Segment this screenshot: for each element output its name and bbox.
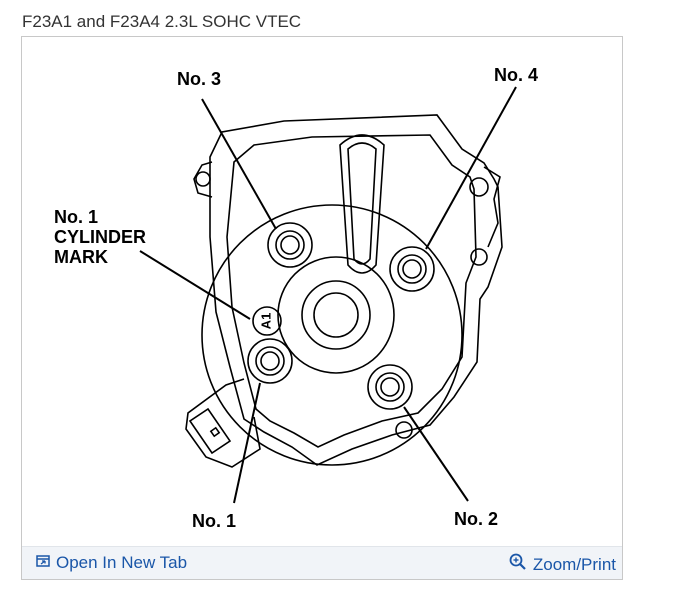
terminal-no3 xyxy=(267,222,313,268)
center-hub-mid xyxy=(301,280,371,350)
leader-no4 xyxy=(425,86,517,250)
right-mount-hole xyxy=(469,177,489,197)
leader-cylinder-mark xyxy=(139,250,251,320)
zoom-print-link[interactable]: Zoom/Print xyxy=(509,553,616,576)
terminal-no1 xyxy=(247,338,293,384)
leader-no2 xyxy=(403,406,469,502)
cap-outer-outline xyxy=(209,114,503,466)
leader-no1 xyxy=(233,382,261,504)
top-slot xyxy=(339,134,385,274)
label-no4: No. 4 xyxy=(494,65,538,85)
center-hub-outer xyxy=(277,256,395,374)
page-title: F23A1 and F23A4 2.3L SOHC VTEC xyxy=(22,12,302,31)
label-cylinder-mark-line3: MARK xyxy=(54,247,108,267)
electrical-connector xyxy=(185,378,261,468)
left-mount-hole xyxy=(195,171,211,187)
cap-inner-outline xyxy=(226,134,477,448)
label-cylinder-mark-line2: CYLINDER xyxy=(54,227,146,247)
label-no3: No. 3 xyxy=(177,69,221,89)
a1-mark-text: A1 xyxy=(258,313,273,330)
connector-pin xyxy=(209,426,221,438)
zoom-print-label: Zoom/Print xyxy=(532,554,616,574)
label-cylinder-mark-line1: No. 1 xyxy=(54,207,98,227)
center-hub-inner xyxy=(313,292,359,338)
open-in-new-tab-label: Open In New Tab xyxy=(56,553,188,572)
label-no2: No. 2 xyxy=(454,509,498,529)
right-mount-ear xyxy=(483,166,501,248)
external-tab-icon xyxy=(36,553,50,573)
connector-face xyxy=(188,407,232,455)
bottom-mount-hole xyxy=(395,421,413,439)
distributor-cap-diagram: A1 No. 3 No. 4 No. 1 CYLINDER MARK No. 1… xyxy=(54,65,538,531)
left-mount-ear xyxy=(193,161,213,198)
top-slot-inner xyxy=(347,142,377,265)
open-in-new-tab-link[interactable]: Open In New Tab xyxy=(36,553,187,573)
right-lower-hole xyxy=(470,248,488,266)
terminal-no2 xyxy=(367,364,413,410)
label-no1: No. 1 xyxy=(192,511,236,531)
leader-no3 xyxy=(201,98,277,230)
figure-footer: Open In New Tab Zoom/Print xyxy=(22,546,622,579)
a1-mark-circle xyxy=(252,306,282,336)
cap-face xyxy=(201,204,463,466)
magnifier-icon xyxy=(509,553,527,576)
terminal-no4 xyxy=(389,246,435,292)
diagram-figure: A1 No. 3 No. 4 No. 1 CYLINDER MARK No. 1… xyxy=(21,36,623,580)
